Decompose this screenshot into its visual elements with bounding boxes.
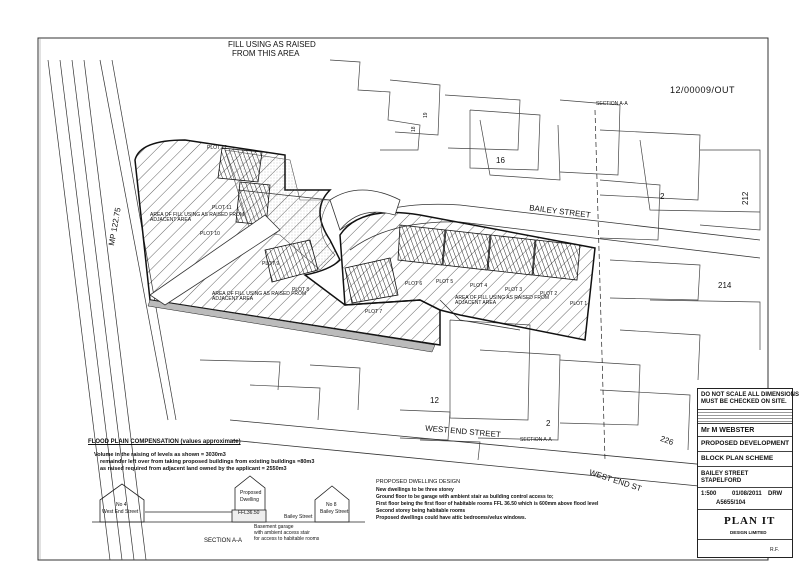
scale-value: 1:500 bbox=[701, 491, 717, 497]
plot-label: PLOT 2 bbox=[540, 291, 558, 297]
warning-line: DO NOT SCALE ALL DIMENSIONS bbox=[701, 392, 800, 398]
section-ffl: FFL36.50 bbox=[238, 510, 260, 516]
drawing-number: A5655/104 bbox=[716, 500, 746, 506]
section-proposed: Proposed bbox=[240, 490, 262, 496]
house-number-19: 19 bbox=[423, 112, 429, 118]
house-number-2a: 2 bbox=[660, 192, 665, 201]
house-number-18: 18 bbox=[411, 126, 417, 132]
notes-line: Proposed dwellings could have attic bedr… bbox=[376, 515, 527, 521]
plot-label: PLOT 3 bbox=[505, 287, 523, 293]
fill-area-label-3: AREA OF FILL USING AS RAISED FROM ADJACE… bbox=[455, 295, 550, 306]
section-no4-street: West End Street bbox=[102, 509, 139, 515]
access-road bbox=[149, 214, 281, 306]
railway-lines bbox=[47, 59, 177, 561]
section-label-top: SECTION A-A bbox=[596, 101, 628, 107]
flood-line: remainder left over from taking proposed… bbox=[100, 459, 315, 465]
notes-line: Second storey being habitable rooms bbox=[376, 508, 466, 514]
company-sub: DESIGN LIMITED bbox=[730, 530, 767, 535]
plot-label: PLOT 11 bbox=[212, 205, 232, 211]
house-number-214: 214 bbox=[718, 281, 732, 290]
plot-label: PLOT 10 bbox=[200, 231, 220, 237]
company-logo: PLAN IT bbox=[724, 515, 776, 527]
drawn-value: DRW bbox=[768, 491, 783, 497]
section-label-bottom: SECTION A-A bbox=[520, 437, 552, 443]
notes-line: Ground floor to be garage with ambient s… bbox=[376, 494, 554, 500]
house-number-212: 212 bbox=[741, 191, 750, 205]
section-bailey: Bailey Street bbox=[284, 514, 313, 520]
flood-heading: FLOOD PLAIN COMPENSATION (values approxi… bbox=[88, 439, 241, 445]
title-block: DO NOT SCALE ALL DIMENSIONS MUST BE CHEC… bbox=[697, 388, 799, 558]
surrounding-buildings bbox=[199, 59, 761, 461]
plot-label: PLOT 8 bbox=[292, 287, 310, 293]
section-no8-street: Bailey Street bbox=[320, 509, 349, 515]
section-no4: No 4 bbox=[116, 502, 127, 508]
top-note-line-2: FROM THIS AREA bbox=[232, 49, 300, 58]
plot-label: PLOT 12 bbox=[207, 145, 227, 151]
fill-area-label-1: AREA OF FILL USING AS RAISED FROM ADJACE… bbox=[150, 212, 245, 223]
plot-label: PLOT 1 bbox=[570, 301, 588, 307]
plot-label: PLOT 6 bbox=[405, 281, 423, 287]
client-name: Mr M WEBSTER bbox=[701, 427, 755, 434]
section-line bbox=[594, 109, 606, 461]
plot-label: PLOT 5 bbox=[436, 279, 454, 285]
fill-area-label-2: AREA OF FILL USING AS RAISED FROM ADJACE… bbox=[212, 291, 307, 302]
plot-label: PLOT 4 bbox=[470, 283, 488, 289]
section-basement: for access to habitable rooms bbox=[254, 536, 320, 542]
section-basement: Basement garage bbox=[254, 524, 294, 530]
plot-label: PLOT 9 bbox=[262, 261, 280, 267]
warning-line: MUST BE CHECKED ON SITE. bbox=[701, 399, 787, 405]
house-number-2b: 2 bbox=[546, 419, 551, 428]
notes-line: New dwellings to be three storey bbox=[376, 487, 454, 493]
section-no8: No 8 bbox=[326, 502, 337, 508]
house-number-16: 16 bbox=[496, 156, 505, 165]
project-title: PROPOSED DEVELOPMENT bbox=[701, 440, 790, 447]
drawing-title: BLOCK PLAN SCHEME bbox=[701, 455, 774, 462]
reference-number: 12/00009/OUT bbox=[670, 85, 736, 95]
notes-line: First floor being the first floor of hab… bbox=[376, 501, 599, 507]
house-number-12: 12 bbox=[430, 396, 439, 405]
site-line: STAPELFORD bbox=[701, 478, 742, 484]
proposed-dwelling-roofs bbox=[217, 147, 581, 304]
section-diagram-title: SECTION A-A bbox=[204, 538, 243, 544]
notes-heading: PROPOSED DWELLING DESIGN bbox=[376, 479, 461, 485]
top-note-line-1: FILL USING AS RAISED bbox=[228, 40, 316, 49]
plot-label: PLOT 7 bbox=[365, 309, 383, 315]
section-basement: with ambient access stair bbox=[254, 530, 310, 536]
date-value: 01/08/2011 bbox=[732, 491, 762, 497]
flood-line: Volume in the raising of levels as shown… bbox=[94, 452, 226, 458]
flood-line: as raised required from adjacent land ow… bbox=[100, 466, 287, 472]
section-diagram bbox=[92, 475, 365, 523]
section-dwelling: Dwelling bbox=[240, 497, 259, 503]
site-line: BAILEY STREET bbox=[701, 471, 749, 477]
corner-mark: R.F. bbox=[770, 547, 779, 553]
